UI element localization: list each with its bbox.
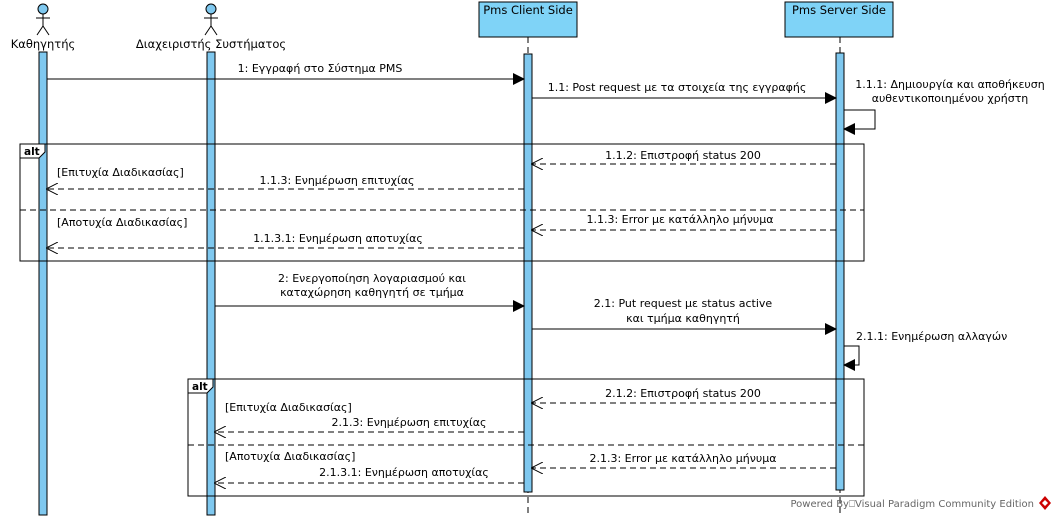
message-label: 2.1.3: Error με κατάλληλο μήνυμα <box>589 452 776 465</box>
message-label: 1.1.2: Επιστροφή status 200 <box>605 149 761 162</box>
message-label: 1.1: Post request με τα στοιχεία της εγγ… <box>548 81 807 94</box>
message-label: 2.1.1: Ενημέρωση αλλαγών <box>856 330 1007 343</box>
message-2-1-2[interactable]: 2.1.2: Επιστροφή status 200 <box>532 387 836 403</box>
message-1-1-2[interactable]: 1.1.2: Επιστροφή status 200 <box>532 149 836 164</box>
message-label: 1.1.3: Ενημέρωση επιτυχίας <box>260 174 415 187</box>
activation-bar-diaxeiristis[interactable] <box>206 51 216 516</box>
actor-diaxeiristis[interactable]: Διαχειριστής Συστήματος <box>136 3 286 51</box>
message-2-1-3-success[interactable]: 2.1.3: Ενημέρωση επιτυχίας <box>215 416 524 432</box>
message-label: 2.1: Put request με status active <box>594 297 773 310</box>
lifeline-title: Pms Server Side <box>792 3 886 17</box>
guard-failure: [Αποτυχία Διαδικασίας] <box>57 216 187 229</box>
message-label: 2: Ενεργοποίηση λογαριασμού και <box>278 272 466 285</box>
message-2-1-3-1[interactable]: 2.1.3.1: Ενημέρωση αποτυχίας <box>215 466 524 483</box>
alt-fragment-registration: alt [Επιτυχία Διαδικασίας] [Αποτυχία Δια… <box>19 143 865 262</box>
message-2-1[interactable]: 2.1: Put request με status active και τμ… <box>532 297 837 335</box>
message-label-line2: καταχώρηση καθηγητή σε τμήμα <box>280 286 464 299</box>
message-1-1-1[interactable]: 1.1.1: Δημιουργία και αποθήκευση αυθεντι… <box>843 78 1045 135</box>
message-2[interactable]: 2: Ενεργοποίηση λογαριασμού και καταχώρη… <box>215 272 525 312</box>
actor-kathigitis[interactable]: Καθηγητής <box>11 3 76 51</box>
alt-fragment-activation: alt [Επιτυχία Διαδικασίας] [Αποτυχία Δια… <box>187 378 865 497</box>
message-label: 1.1.1: Δημιουργία και αποθήκευση <box>855 78 1044 91</box>
visual-paradigm-logo-icon <box>1039 496 1051 510</box>
message-2-1-1[interactable]: 2.1.1: Ενημέρωση αλλαγών <box>843 330 1007 371</box>
stick-figure-icon <box>204 3 218 36</box>
message-2-1-3-error[interactable]: 2.1.3: Error με κατάλληλο μήνυμα <box>532 452 836 468</box>
activation-bar-kathigitis[interactable] <box>38 51 48 516</box>
footer-text: Powered By⎕Visual Paradigm Community Edi… <box>791 499 1035 510</box>
message-label: 1.1.3.1: Ενημέρωση αποτυχίας <box>253 232 423 245</box>
guard-failure: [Αποτυχία Διαδικασίας] <box>225 450 355 463</box>
activation-bar-client[interactable] <box>523 53 533 493</box>
actor-label: Διαχειριστής Συστήματος <box>136 37 286 51</box>
lifeline-header-client[interactable]: Pms Client Side <box>478 1 578 38</box>
message-1[interactable]: 1: Εγγραφή στο Σύστημα PMS <box>47 62 525 85</box>
message-label: 2.1.3: Ενημέρωση επιτυχίας <box>332 416 487 429</box>
message-1-1-3-error[interactable]: 1.1.3: Error με κατάλληλο μήνυμα <box>532 213 836 230</box>
activation-bar-server[interactable] <box>835 52 845 491</box>
lifeline-header-server[interactable]: Pms Server Side <box>784 1 894 38</box>
fragment-keyword: alt <box>192 381 208 393</box>
footer-watermark: Powered By⎕Visual Paradigm Community Edi… <box>791 496 1051 510</box>
message-1-1-3-success[interactable]: 1.1.3: Ενημέρωση επιτυχίας <box>47 174 524 189</box>
message-label-line2: και τμήμα καθηγητή <box>626 312 740 325</box>
message-1-1[interactable]: 1.1: Post request με τα στοιχεία της εγγ… <box>532 81 837 104</box>
actor-label: Καθηγητής <box>11 37 76 51</box>
stick-figure-icon <box>36 3 50 36</box>
lifeline-title: Pms Client Side <box>483 3 573 17</box>
guard-success: [Επιτυχία Διαδικασίας] <box>57 166 184 179</box>
message-label: 1: Εγγραφή στο Σύστημα PMS <box>238 62 403 75</box>
message-label: 2.1.3.1: Ενημέρωση αποτυχίας <box>319 466 489 479</box>
guard-success: [Επιτυχία Διαδικασίας] <box>225 401 352 414</box>
fragment-keyword: alt <box>24 146 40 158</box>
message-1-1-3-1[interactable]: 1.1.3.1: Ενημέρωση αποτυχίας <box>47 232 524 248</box>
message-label: 2.1.2: Επιστροφή status 200 <box>605 387 761 400</box>
message-label: 1.1.3: Error με κατάλληλο μήνυμα <box>586 213 773 226</box>
message-label-line2: αυθεντικοποιημένου χρήστη <box>872 92 1029 105</box>
